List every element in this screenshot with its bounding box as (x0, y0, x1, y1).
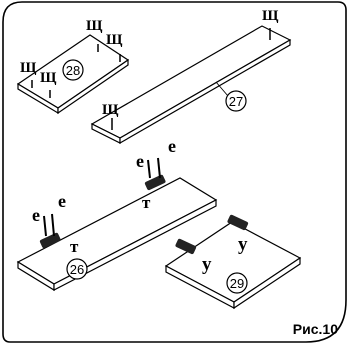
part-number-circle (225, 90, 247, 112)
panel-28: 28 (16, 34, 130, 115)
part-number-28: 28 (66, 63, 80, 78)
label-sh-28c: Щ (20, 60, 37, 76)
label-u-1: у (202, 254, 212, 275)
connector-fitting-1 (39, 213, 61, 249)
label-t-2: т (142, 193, 151, 212)
label-u-2: у (238, 234, 248, 255)
part-number-circle (66, 258, 88, 280)
label-sh-28d: Щ (40, 70, 57, 86)
panel-26: 26 (16, 177, 218, 292)
label-t-1: т (70, 237, 79, 256)
connector-fitting-2 (144, 157, 166, 191)
part-number-27: 27 (229, 94, 243, 109)
label-sh-27b: Щ (102, 102, 119, 118)
panel-29: 29 (164, 221, 302, 310)
connector-fitting-4 (227, 214, 249, 231)
part-number-circle (62, 59, 84, 81)
label-e-3: е (136, 151, 144, 171)
label-e-4: е (168, 136, 176, 156)
panel-27: 27 (90, 25, 292, 145)
connector-fitting-3 (175, 238, 197, 255)
part-number-29: 29 (230, 276, 244, 291)
part-number-circle (226, 272, 248, 294)
label-sh-28a: Щ (86, 18, 103, 34)
label-sh-27a: Щ (262, 8, 279, 24)
figure-caption: Рис.10 (293, 321, 338, 337)
label-sh-28b: Щ (106, 32, 123, 48)
label-e-2: е (58, 191, 66, 211)
part-number-26: 26 (70, 262, 84, 277)
label-e-1: е (32, 205, 40, 225)
